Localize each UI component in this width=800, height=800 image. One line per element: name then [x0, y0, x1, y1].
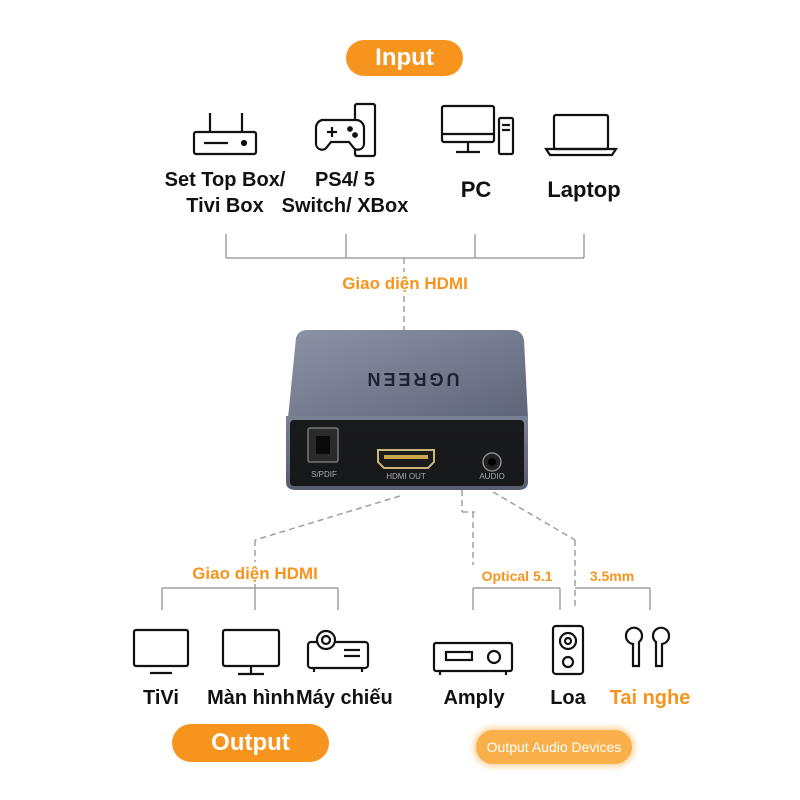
spdif-port-label: S/PDIF: [311, 470, 337, 479]
input-label-line1: Set Top Box/: [164, 169, 286, 191]
earbuds-icon: [624, 626, 671, 668]
input-label-pc: PC: [436, 177, 516, 203]
jack-label: 3.5mm: [589, 568, 635, 584]
input-label-laptop: Laptop: [534, 177, 634, 203]
projector-icon: [306, 629, 370, 672]
output-pill: Output: [172, 724, 329, 762]
input-label-line2: Switch/ XBox: [281, 195, 409, 217]
output-audio-devices-pill: Output Audio Devices: [476, 730, 632, 764]
input-label-line1: Laptop: [547, 177, 621, 202]
input-label-line1: PC: [460, 177, 492, 202]
output-label-monitor: Màn hình: [207, 687, 295, 709]
input-pill-label: Input: [375, 44, 434, 71]
input-label-set-top-box: Set Top Box/ Tivi Box: [160, 167, 290, 219]
hdmi-input-label: Giao diện HDMI: [342, 274, 468, 293]
desktop-pc-icon: [440, 104, 515, 156]
monitor-icon: [221, 628, 281, 676]
amplifier-icon: [432, 641, 514, 675]
input-pill: Input: [346, 40, 463, 76]
input-label-console: PS4/ 5 Switch/ XBox: [280, 167, 410, 219]
hdmi-out-port-label: HDMI OUT: [386, 472, 426, 481]
audio-port-label: AUDIO: [479, 472, 505, 481]
output-audio-devices-label: Output Audio Devices: [486, 739, 622, 755]
output-label-projector: Máy chiếu: [296, 687, 393, 709]
tv-icon: [132, 628, 190, 675]
output-label-tv: TiVi: [143, 687, 179, 709]
optical-label: Optical 5.1: [481, 568, 553, 584]
laptop-icon: [543, 113, 619, 157]
output-label-speaker: Loa: [550, 687, 586, 709]
output-label-amply: Amply: [443, 687, 505, 709]
hdmi-output-label: Giao diện HDMI: [192, 564, 318, 583]
input-label-line1: PS4/ 5: [314, 169, 376, 191]
set-top-box-icon: [192, 113, 258, 156]
output-pill-label: Output: [211, 729, 290, 756]
speaker-icon: [551, 624, 585, 676]
output-label-earbuds: Tai nghe: [609, 687, 691, 709]
game-console-icon: [314, 102, 377, 158]
input-label-line2: Tivi Box: [186, 195, 264, 217]
